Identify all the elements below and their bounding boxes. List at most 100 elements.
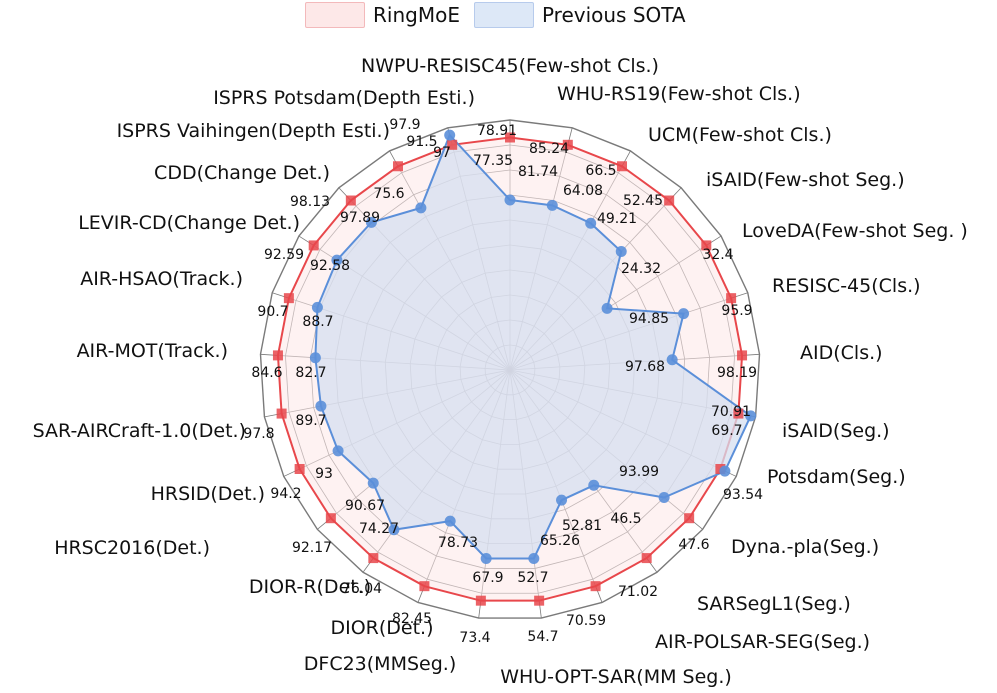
previous-sota-marker <box>615 246 627 258</box>
previous-sota-value-label: 92.58 <box>310 258 350 274</box>
previous-sota-marker <box>528 553 540 565</box>
ringmoe-marker <box>368 553 379 564</box>
ringmoe-marker <box>733 408 744 419</box>
legend-item-previous-sota[interactable]: Previous SOTA <box>473 2 686 28</box>
ringmoe-marker <box>308 240 319 251</box>
previous-sota-marker <box>601 302 613 314</box>
previous-sota-value-label: 65.26 <box>540 533 580 549</box>
previous-sota-marker <box>666 354 678 366</box>
ringmoe-marker <box>617 161 628 172</box>
ringmoe-value-label: 32.4 <box>702 247 733 263</box>
ringmoe-marker <box>664 195 675 206</box>
previous-sota-value-label: 52.7 <box>517 570 548 586</box>
axis-label: RESISC-45(Cls.) <box>772 275 921 297</box>
ringmoe-value-label: 92.59 <box>264 247 304 263</box>
axis-label: LEVIR-CD(Change Det.) <box>78 212 300 234</box>
ringmoe-marker <box>737 350 748 361</box>
ringmoe-marker <box>534 595 545 606</box>
ringmoe-value-label: 76.04 <box>342 581 382 597</box>
ringmoe-value-label: 92.17 <box>292 540 332 556</box>
previous-sota-marker <box>678 308 690 320</box>
ringmoe-value-label: 97.8 <box>243 426 274 442</box>
ringmoe-marker <box>283 293 294 304</box>
previous-sota-value-label: 89.7 <box>295 413 326 429</box>
previous-sota-value-label: 24.32 <box>621 261 661 277</box>
ringmoe-marker <box>505 132 515 143</box>
axis-label: iSAID(Seg.) <box>782 420 890 442</box>
previous-sota-value-label: 77.35 <box>473 153 513 169</box>
ringmoe-value-label: 90.7 <box>257 304 288 320</box>
ringmoe-marker <box>392 161 403 172</box>
previous-sota-marker <box>556 494 568 506</box>
previous-sota-marker <box>658 491 670 503</box>
previous-sota-value-label: 74.27 <box>359 521 399 537</box>
ringmoe-value-label: 82.45 <box>392 611 432 627</box>
previous-sota-value-label: 97.89 <box>340 210 380 226</box>
previous-sota-marker <box>311 301 323 313</box>
axis-label: AIR-HSAO(Track.) <box>80 268 243 290</box>
previous-sota-marker <box>331 254 343 266</box>
ringmoe-value-label: 66.5 <box>585 163 616 179</box>
ringmoe-value-label: 52.45 <box>623 193 663 209</box>
axis-label: LoveDA(Few-shot Seg. ) <box>742 220 968 242</box>
ringmoe-marker <box>590 581 601 592</box>
axis-label: AIR-MOT(Track.) <box>77 340 228 362</box>
axis-label: DIOR(Det.) <box>330 617 433 639</box>
ringmoe-value-label: 47.6 <box>678 537 709 553</box>
axis-label: Dyna.-pla(Seg.) <box>731 536 879 558</box>
previous-sota-marker <box>388 524 400 536</box>
legend-label-ringmoe: RingMoE <box>373 3 460 27</box>
previous-sota-marker <box>415 202 427 214</box>
previous-sota-value-label: 90.67 <box>345 498 385 514</box>
ringmoe-marker <box>475 595 486 606</box>
axis-label: SAR-AIRCraft-1.0(Det.) <box>33 420 246 442</box>
ringmoe-value-label: 70.59 <box>566 613 606 629</box>
previous-sota-value-label: 81.74 <box>518 164 558 180</box>
previous-sota-marker <box>365 216 377 228</box>
axis-label: HRSID(Det.) <box>151 483 265 505</box>
ringmoe-marker <box>276 408 287 419</box>
axis-label: UCM(Few-shot Cls.) <box>648 124 832 146</box>
axis-label: DIOR-R(Det.) <box>249 576 371 598</box>
legend-item-ringmoe[interactable]: RingMoE <box>305 2 460 28</box>
axis-label: DFC23(MMSeg.) <box>304 653 456 675</box>
axis-label: AID(Cls.) <box>800 342 883 364</box>
ringmoe-marker <box>419 581 430 592</box>
previous-sota-value-label: 46.5 <box>610 511 641 527</box>
previous-sota-marker <box>585 217 597 229</box>
previous-sota-value-label: 93 <box>315 466 333 482</box>
previous-sota-value-label: 75.6 <box>373 186 404 202</box>
previous-sota-value-label: 82.7 <box>295 365 326 381</box>
ringmoe-marker <box>447 139 458 150</box>
axis-label: SARSegL1(Seg.) <box>697 593 851 615</box>
ringmoe-value-label: 85.24 <box>529 141 569 157</box>
ringmoe-marker <box>684 513 695 524</box>
axis-label: WHU-RS19(Few-shot Cls.) <box>557 83 801 105</box>
legend-label-previous-sota: Previous SOTA <box>541 3 686 27</box>
previous-sota-value-label: 64.08 <box>563 183 603 199</box>
ringmoe-value-label: 71.02 <box>618 584 658 600</box>
previous-sota-area <box>314 133 752 560</box>
axis-label: CDD(Change Det.) <box>154 162 330 184</box>
axis-label: Potsdam(Seg.) <box>767 466 906 488</box>
legend: RingMoE Previous SOTA <box>305 2 700 28</box>
previous-sota-value-label: 93.99 <box>619 464 659 480</box>
ringmoe-value-label: 94.2 <box>270 486 301 502</box>
previous-sota-marker <box>588 479 600 491</box>
previous-sota-value-label: 70.91 <box>711 404 751 420</box>
ringmoe-value-label: 98.19 <box>717 365 757 381</box>
axis-label: ISPRS Vaihingen(Depth Esti.) <box>117 120 390 142</box>
axis-label: NWPU-RESISC45(Few-shot Cls.) <box>361 55 659 77</box>
ringmoe-marker <box>562 139 573 150</box>
previous-sota-value-label: 97 <box>433 145 451 161</box>
previous-sota-value-label: 67.9 <box>472 570 503 586</box>
axis-label: iSAID(Few-shot Seg.) <box>706 169 905 191</box>
previous-sota-marker <box>546 199 558 211</box>
previous-sota-value-label: 88.7 <box>302 314 333 330</box>
ringmoe-marker <box>726 293 737 304</box>
previous-sota-marker <box>480 553 492 565</box>
ringmoe-value-label: 69.7 <box>711 423 742 439</box>
legend-swatch-ringmoe <box>305 2 365 28</box>
ringmoe-marker <box>325 513 336 524</box>
